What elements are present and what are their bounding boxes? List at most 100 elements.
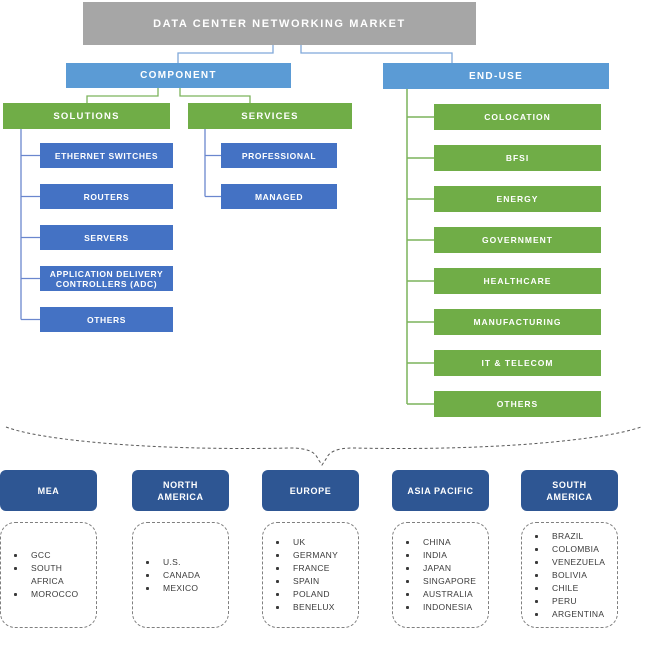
country-label: COLOMBIA <box>552 543 600 554</box>
solutions-item-label: SERVERS <box>84 232 129 243</box>
region-header: SOUTH AMERICA <box>521 470 618 511</box>
end-use-label: END-USE <box>468 70 524 82</box>
solutions-box: SOLUTIONS <box>3 103 170 129</box>
end-use-item-box: HEALTHCARE <box>434 268 601 294</box>
end-use-item-label: HEALTHCARE <box>483 276 552 286</box>
bullet-icon <box>535 560 538 564</box>
bullet-icon <box>406 580 409 583</box>
country-item: GCC <box>14 549 92 562</box>
country-label: BENELUX <box>293 602 335 612</box>
bullet-icon <box>14 567 17 570</box>
country-item: BENELUX <box>276 601 354 614</box>
end-use-item-label: BFSI <box>505 153 530 163</box>
country-label: CHILE <box>552 582 579 593</box>
country-label: ARGENTINA <box>552 608 605 619</box>
connector-component-solutions <box>86 88 159 103</box>
root-title-box: DATA CENTER NETWORKING MARKET <box>83 2 476 45</box>
end-use-item-box: IT & TELECOM <box>434 350 601 376</box>
country-item: SOUTH AFRICA <box>14 562 92 588</box>
country-item: POLAND <box>276 588 354 601</box>
end-use-item-box: ENERGY <box>434 186 601 212</box>
services-item-label: PROFESSIONAL <box>241 150 317 161</box>
end-use-item-box: BFSI <box>434 145 601 171</box>
country-label: U.S. <box>163 556 181 567</box>
end-use-item-label: COLOCATION <box>484 112 551 122</box>
country-label: GCC <box>31 550 51 560</box>
regions-row: NORTH AMERICA U.S. CANADA <box>0 470 649 630</box>
bullet-icon <box>146 573 149 577</box>
country-label: SINGAPORE <box>423 576 477 586</box>
end-use-item-label: ENERGY <box>496 194 539 204</box>
country-item: MEXICO <box>146 582 224 595</box>
country-item: U.S. <box>146 556 224 569</box>
country-label: INDONESIA <box>423 602 473 612</box>
solutions-children: ETHERNET SWITCHES ROUTERS SERVERS APPLIC… <box>40 143 173 332</box>
bullet-icon <box>276 554 279 557</box>
country-item: SINGAPORE <box>406 575 484 588</box>
country-label: SPAIN <box>293 576 320 586</box>
country-item: SPAIN <box>276 575 354 588</box>
bullet-icon <box>535 612 538 616</box>
solutions-item-box: ETHERNET SWITCHES <box>40 143 173 168</box>
solutions-item-box: ROUTERS <box>40 184 173 209</box>
bullet-icon <box>535 586 538 590</box>
services-label: SERVICES <box>241 110 299 122</box>
solutions-item-label: OTHERS <box>86 314 127 325</box>
region-country-list: BRAZIL COLOMBIA VENEZUELA <box>521 522 618 628</box>
end-use-item-label: IT & TELECOM <box>481 358 554 368</box>
connector-enduse-children <box>406 89 434 405</box>
solutions-item-box: OTHERS <box>40 307 173 332</box>
country-label: PERU <box>552 595 577 606</box>
country-item: AUSTRALIA <box>406 588 484 601</box>
region-header: ASIA PACIFIC <box>392 470 489 511</box>
region-header: EUROPE <box>262 470 359 511</box>
country-label: AUSTRALIA <box>423 589 473 599</box>
country-label: SOUTH AFRICA <box>31 563 64 586</box>
region-label: ASIA PACIFIC <box>407 485 474 496</box>
bullet-icon <box>276 541 279 544</box>
connector-root-enduse <box>300 45 453 63</box>
country-item: UK <box>276 536 354 549</box>
component-label: COMPONENT <box>140 70 217 81</box>
bullet-icon <box>406 567 409 570</box>
end-use-item-label: GOVERNMENT <box>482 235 553 245</box>
end-use-item-box: GOVERNMENT <box>434 227 601 253</box>
country-label: CHINA <box>423 537 451 547</box>
end-use-item-label: MANUFACTURING <box>473 317 562 327</box>
region-country-list: UK GERMANY FRANCE <box>262 522 359 628</box>
country-item: BRAZIL <box>535 530 613 543</box>
country-label: BRAZIL <box>552 530 584 541</box>
region-country-list: GCC SOUTH AFRICA MOROCCO <box>0 522 97 628</box>
region-header: NORTH AMERICA <box>132 470 229 511</box>
end-use-item-label: OTHERS <box>496 399 539 409</box>
country-item: JAPAN <box>406 562 484 575</box>
country-item: MOROCCO <box>14 588 92 601</box>
bullet-icon <box>276 567 279 570</box>
country-item: GERMANY <box>276 549 354 562</box>
country-label: GERMANY <box>293 550 339 560</box>
country-item: FRANCE <box>276 562 354 575</box>
services-item-box: MANAGED <box>221 184 337 209</box>
region-label: SOUTH AMERICA <box>546 479 593 502</box>
country-label: JAPAN <box>423 563 452 573</box>
country-item: INDIA <box>406 549 484 562</box>
country-item: ARGENTINA <box>535 608 613 621</box>
country-item: PERU <box>535 595 613 608</box>
bullet-icon <box>146 586 149 590</box>
end-use-item-box: OTHERS <box>434 391 601 417</box>
region-card: MEA GCC SOUTH AFRICA <box>0 470 97 628</box>
country-label: MEXICO <box>163 582 199 593</box>
solutions-item-label: ETHERNET SWITCHES <box>54 150 159 161</box>
bullet-icon <box>535 573 538 577</box>
bullet-icon <box>535 534 538 538</box>
services-item-label: MANAGED <box>254 191 304 202</box>
bullet-icon <box>406 593 409 596</box>
bullet-icon <box>14 554 17 557</box>
country-item: CANADA <box>146 569 224 582</box>
region-card: NORTH AMERICA U.S. CANADA <box>132 470 229 628</box>
country-label: BOLIVIA <box>552 569 588 580</box>
connector-root-component <box>177 45 274 63</box>
region-card: SOUTH AMERICA BRAZIL COLOMBIA <box>521 470 618 628</box>
